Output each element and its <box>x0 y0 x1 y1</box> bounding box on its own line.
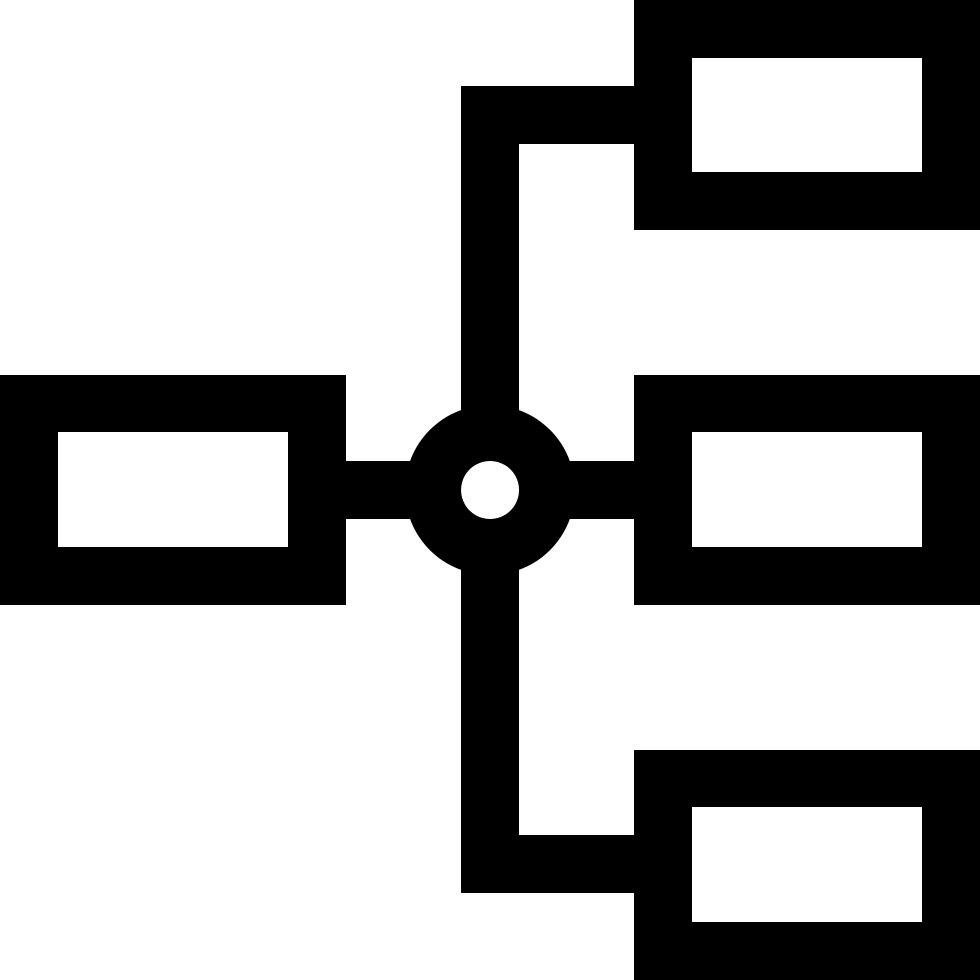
right-bottom-node-box <box>634 750 980 980</box>
right-middle-node-box <box>634 375 980 605</box>
middle-right-connector <box>570 461 634 519</box>
right-top-node-box <box>634 0 980 230</box>
left-connector <box>346 461 410 519</box>
bottom-branch-line <box>461 567 634 893</box>
top-branch-line <box>461 86 634 413</box>
left-node-box <box>0 375 346 605</box>
central-hub <box>404 405 575 576</box>
